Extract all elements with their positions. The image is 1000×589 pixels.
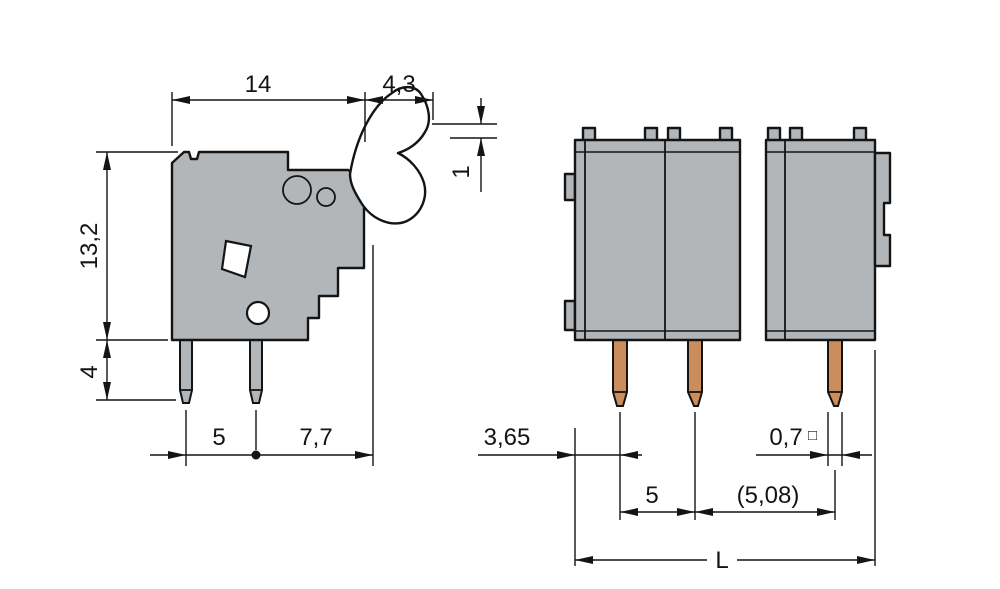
dim-1: 1 bbox=[432, 98, 497, 192]
arrowhead bbox=[347, 96, 365, 104]
arrowhead bbox=[103, 382, 111, 400]
arrowhead bbox=[817, 508, 835, 516]
dim-3-65: 3,65 bbox=[478, 412, 642, 566]
arrowhead bbox=[355, 451, 373, 459]
dim-5-side: 5 bbox=[150, 410, 373, 466]
hinge-circle-small bbox=[316, 187, 336, 207]
arrowhead bbox=[477, 138, 485, 156]
arrowhead bbox=[620, 451, 638, 459]
left-flange-lower bbox=[563, 299, 577, 332]
dim-label-edge-to-pin: 3,65 bbox=[484, 424, 531, 451]
test-port-circle bbox=[245, 300, 271, 326]
arrowhead bbox=[415, 96, 433, 104]
conductor-opening bbox=[220, 239, 253, 279]
front-pin-1 bbox=[612, 339, 628, 407]
arrowhead bbox=[677, 508, 695, 516]
dim-label-pin-to-edge: 7,7 bbox=[299, 424, 332, 451]
dim-label-lever-thickness: 1 bbox=[448, 165, 475, 178]
dim-5-08: (5,08) bbox=[695, 470, 836, 520]
dim-L: L bbox=[575, 350, 876, 574]
dim-label-pin-spacing: 5 bbox=[212, 424, 225, 451]
arrowhead bbox=[103, 152, 111, 170]
arrowhead bbox=[168, 451, 186, 459]
left-flange-upper bbox=[563, 172, 577, 202]
arrowhead bbox=[477, 106, 485, 124]
dim-label-pin-length: 4 bbox=[76, 365, 103, 378]
arrowhead bbox=[842, 451, 860, 459]
arrowhead bbox=[620, 508, 638, 516]
dim-5-pitch: 5 bbox=[620, 412, 696, 520]
dim-4-3: 4,3 bbox=[365, 71, 434, 120]
arrowhead bbox=[365, 96, 383, 104]
hinge-circle-large bbox=[282, 175, 312, 205]
dim-label-pin-square: 0,7 bbox=[769, 424, 802, 451]
arrowhead bbox=[695, 508, 713, 516]
reference-dot bbox=[251, 450, 261, 460]
arrowhead bbox=[857, 556, 875, 564]
dim-0-7: 0,7 □ bbox=[756, 412, 872, 466]
dim-label-total-length: L bbox=[715, 547, 728, 574]
strip-body-right-part bbox=[764, 138, 877, 342]
front-view: 3,65 0,7 □ 5 (5,08) bbox=[478, 126, 892, 574]
end-plate bbox=[873, 151, 892, 268]
side-view: 14 4,3 1 13,2 bbox=[76, 71, 497, 466]
dim-label-width: 14 bbox=[245, 71, 272, 98]
dim-label-height: 13,2 bbox=[76, 223, 103, 270]
dim-14: 14 bbox=[171, 71, 366, 146]
arrowhead bbox=[575, 556, 593, 564]
dim-4: 4 bbox=[76, 340, 176, 401]
dim-label-lever-offset: 4,3 bbox=[382, 71, 415, 98]
front-pin-2 bbox=[687, 339, 703, 407]
arrowhead bbox=[557, 451, 575, 459]
dim-7-7: 7,7 bbox=[299, 245, 374, 466]
arrowhead bbox=[103, 340, 111, 358]
square-section-symbol: □ bbox=[808, 427, 817, 444]
arrowhead bbox=[172, 96, 190, 104]
dim-label-pitch: 5 bbox=[645, 482, 658, 509]
side-pin-right bbox=[249, 339, 263, 404]
dim-13-2: 13,2 bbox=[76, 151, 178, 341]
arrowhead bbox=[103, 322, 111, 340]
side-pin-left bbox=[179, 339, 193, 404]
dim-label-pitch-alt: (5,08) bbox=[737, 482, 800, 509]
strip-body-left-part bbox=[573, 138, 742, 342]
arrowhead bbox=[810, 451, 828, 459]
clamp-lever bbox=[348, 85, 431, 225]
front-pin-3 bbox=[827, 339, 843, 407]
